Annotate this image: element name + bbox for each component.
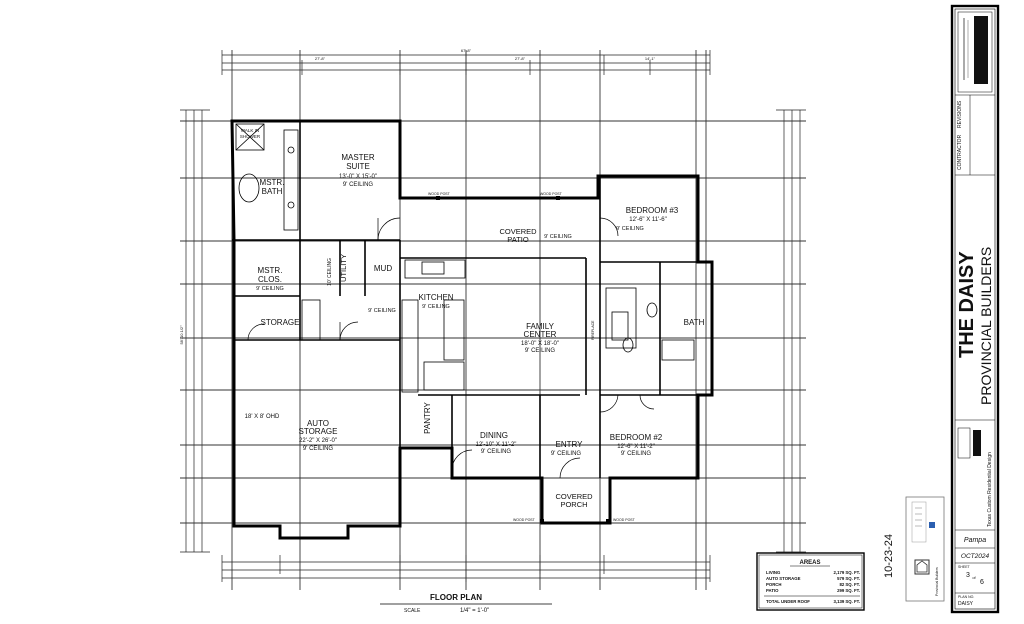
master-suite-dims: 13'-0" X 15'-0" xyxy=(339,174,377,180)
walk-in-shower-name: WALK IN xyxy=(241,128,259,133)
doors xyxy=(247,217,655,479)
logo-text: Provincial Builders xyxy=(935,567,939,596)
covered-porch-name: COVERED xyxy=(555,492,593,501)
areas-title: AREAS xyxy=(799,560,820,566)
room-labels: MASTER SUITE 13'-0" X 15'-0" 9' CEILING … xyxy=(240,128,705,509)
areas-total-value: 3,139 SQ. FT. xyxy=(833,599,860,604)
auto-storage-name-2: STORAGE xyxy=(299,427,338,436)
walk-in-shower-name-2: SHOWER xyxy=(240,134,261,139)
auto-storage-dims: 22'-2" X 26'-0" xyxy=(299,438,337,444)
bedroom2-name: BEDROOM #2 xyxy=(610,433,663,442)
date-code: OCT2024 xyxy=(961,553,990,560)
entry-ceiling: 9' CEILING xyxy=(551,451,581,457)
covered-patio-name-2: PATIO xyxy=(507,235,529,244)
bedroom3-ceiling: 9' CEILING xyxy=(616,226,644,232)
utility-ceiling: 10' CEILING xyxy=(327,258,333,286)
master-suite-ceiling: 9' CEILING xyxy=(343,182,373,188)
areas-row-value: 579 SQ. FT. xyxy=(837,576,860,581)
fixtures xyxy=(235,123,695,393)
areas-row-label: PATIO xyxy=(766,588,779,593)
covered-patio-ceiling: 9' CEILING xyxy=(544,234,572,240)
covered-patio-name: COVERED xyxy=(499,227,537,236)
family-center-ceiling: 9' CEILING xyxy=(525,348,555,354)
family-center-dims: 18'-0" X 18'-0" xyxy=(521,341,559,347)
areas-total-label: TOTAL UNDER ROOF xyxy=(766,599,810,604)
areas-row-label: LIVING xyxy=(766,570,781,575)
dimension-left: 27'-8" xyxy=(315,56,326,61)
wood-post-label-2: WOOD POST xyxy=(540,192,563,196)
bedroom2-ceiling: 9' CEILING xyxy=(621,451,651,457)
revisions-label: REVISIONS xyxy=(957,100,963,128)
sheet-label: SHEET xyxy=(958,565,971,569)
title-block: REVISIONS CONTRACTOR THE DAISY PROVINCIA… xyxy=(950,4,1000,614)
dimension-right: 27'-8" xyxy=(515,56,526,61)
plan-value: DAISY xyxy=(958,601,974,607)
areas-rows: LIVING 2,179 SQ. FT. AUTO STORAGE 579 SQ. F… xyxy=(766,570,860,593)
auto-storage-name: AUTO xyxy=(307,419,329,428)
dining-ceiling: 9' CEILING xyxy=(481,449,511,455)
mstr-clos-ceiling: 9' CEILING xyxy=(256,286,284,292)
covered-porch-name-2: PORCH xyxy=(560,500,587,509)
wood-post-label-3: WOOD POST xyxy=(513,518,536,522)
dining-name: DINING xyxy=(480,431,508,440)
kitchen-ceiling: 9' CEILING xyxy=(422,304,450,310)
side-dimension: 58'-10 1/2" xyxy=(179,325,184,345)
family-center-name: FAMILY xyxy=(526,322,555,331)
mud-name: MUD xyxy=(374,264,392,273)
fireplace-label: FIREPLACE xyxy=(591,320,595,340)
auto-storage-door: 18' X 8' OHD xyxy=(245,414,280,420)
mstr-bath-name-2: BATH xyxy=(262,187,283,196)
plan-name: THE DAISY xyxy=(956,251,978,358)
mud-ceiling: 9' CEILING xyxy=(368,308,396,314)
drawing-date: 10-23-24 xyxy=(883,534,895,578)
kitchen-name: KITCHEN xyxy=(418,293,453,302)
mstr-clos-name-2: CLOS. xyxy=(258,275,282,284)
bedroom3-name: BEDROOM #3 xyxy=(626,206,679,215)
designer-card: Provincial Builders xyxy=(905,496,945,602)
bedroom2-dims: 12'-6" X 11'-2" xyxy=(617,444,654,450)
dining-dims: 12'-10" X 11'-2" xyxy=(476,442,517,448)
scale-value: 1/4" = 1'-0" xyxy=(460,608,489,614)
areas-row-value: 82 SQ. FT. xyxy=(839,582,860,587)
family-center-name-2: CENTER xyxy=(524,330,557,339)
sheet-of: of xyxy=(972,575,976,580)
exterior-walls xyxy=(230,119,714,540)
areas-table: AREAS LIVING 2,179 SQ. FT. AUTO STORAGE 579… xyxy=(756,552,865,611)
plan-label: PLAN NO. xyxy=(958,595,974,599)
areas-row-value: 299 SQ. FT. xyxy=(837,588,860,593)
storage-name: STORAGE xyxy=(261,318,300,327)
mstr-clos-name: MSTR. xyxy=(258,266,283,275)
builder-name: PROVINCIAL BUILDERS xyxy=(978,247,994,405)
wood-post-label-4: WOOD POST xyxy=(613,518,636,522)
sheet-number: 3 xyxy=(966,572,970,579)
interior-walls xyxy=(232,121,698,478)
auto-storage-ceiling: 9' CEILING xyxy=(303,446,333,452)
entry-name: ENTRY xyxy=(556,440,584,449)
provincial-logo-icon xyxy=(914,559,930,575)
wood-post-label-1: WOOD POST xyxy=(428,192,451,196)
sheet-total: 6 xyxy=(980,579,984,586)
designer-name: Texas Custom Residential Design xyxy=(987,452,993,527)
areas-row-label: PORCH xyxy=(766,582,782,587)
contractor-label: CONTRACTOR xyxy=(957,134,963,170)
posts xyxy=(436,196,610,523)
bedroom3-dims: 12'-6" X 11'-6" xyxy=(629,217,666,223)
master-suite-name: MASTER xyxy=(341,153,375,162)
pantry-name: PANTRY xyxy=(423,401,432,433)
master-suite-name-2: SUITE xyxy=(346,162,370,171)
areas-row-label: AUTO STORAGE xyxy=(766,576,801,581)
utility-name: UTILITY xyxy=(339,254,348,282)
mstr-bath-name: MSTR. xyxy=(260,178,285,187)
location: Pampa xyxy=(964,537,986,544)
areas-row-value: 2,179 SQ. FT. xyxy=(833,570,860,575)
floor-plan-title: FLOOR PLAN xyxy=(430,593,482,602)
dimension-far-right: 14'-1" xyxy=(645,56,656,61)
bath-name: BATH xyxy=(684,318,705,327)
scale-label: SCALE xyxy=(404,608,421,614)
